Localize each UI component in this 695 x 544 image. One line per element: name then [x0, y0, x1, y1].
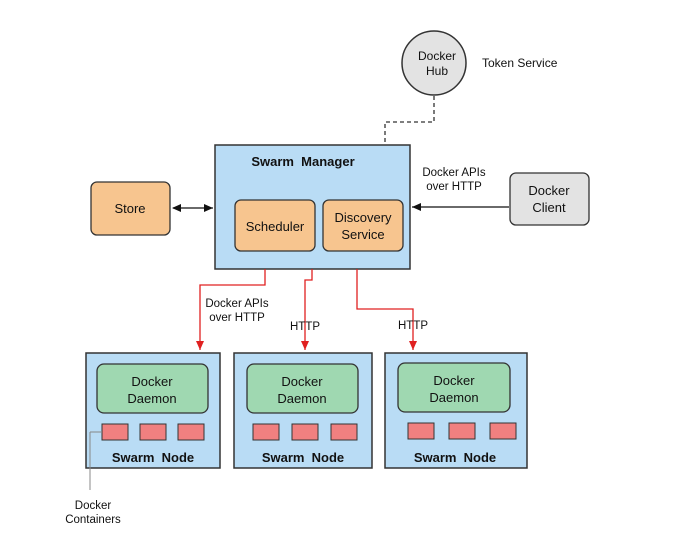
- daemon-label-line1: Docker: [281, 374, 323, 389]
- docker-hub-node: Docker Hub: [401, 30, 467, 96]
- scheduler-label: Scheduler: [246, 219, 305, 234]
- store-label: Store: [114, 201, 145, 216]
- hub-connector-dashed: [384, 96, 435, 145]
- discovery-label-line1: Discovery: [334, 210, 392, 225]
- container-block: [177, 423, 205, 441]
- container-block: [252, 423, 280, 441]
- token-service-label: Token Service: [482, 56, 558, 70]
- container-block: [139, 423, 167, 441]
- discovery-service-box: Discovery Service: [322, 199, 404, 252]
- container-block: [330, 423, 358, 441]
- swarm-node-3: Docker Daemon Swarm Node: [384, 352, 528, 469]
- swarm-node-2: Docker Daemon Swarm Node: [233, 352, 373, 469]
- containers-label-line2: Containers: [65, 514, 121, 526]
- daemon-label-line2: Daemon: [429, 390, 478, 405]
- swarm-node-title: Swarm Node: [414, 450, 496, 465]
- scheduler-box: Scheduler: [234, 199, 316, 252]
- docker-daemon-box: [246, 363, 359, 414]
- container-block: [407, 422, 435, 440]
- swarm-node-1: Docker Daemon Swarm Node: [85, 352, 221, 469]
- node1-link-label-line1: Docker APIs: [205, 298, 269, 310]
- manager-node1-arrow: [196, 269, 266, 350]
- client-link-label-line2: over HTTP: [426, 181, 482, 193]
- docker-hub-label-line1: Docker: [418, 49, 456, 63]
- node2-link-label: HTTP: [290, 321, 320, 333]
- docker-hub-label-line2: Hub: [426, 64, 448, 78]
- client-link-label-line1: Docker APIs: [422, 167, 486, 179]
- swarm-manager-title: Swarm Manager: [251, 154, 354, 169]
- manager-node2-arrow: [301, 269, 313, 350]
- swarm-node-title: Swarm Node: [262, 450, 344, 465]
- docker-daemon-box: [397, 362, 511, 413]
- docker-client-label-line1: Docker: [528, 183, 570, 198]
- container-block: [448, 422, 476, 440]
- node1-link-label-line2: over HTTP: [209, 312, 265, 324]
- container-block: [101, 423, 129, 441]
- swarm-node-title: Swarm Node: [112, 450, 194, 465]
- container-block: [291, 423, 319, 441]
- docker-daemon-box: [96, 363, 209, 414]
- container-block: [489, 422, 517, 440]
- daemon-label-line1: Docker: [433, 373, 475, 388]
- discovery-label-line2: Service: [341, 227, 384, 242]
- daemon-label-line2: Daemon: [127, 391, 176, 406]
- swarm-manager-box: Swarm Manager Scheduler Discovery Servic…: [214, 144, 411, 270]
- store-box: Store: [90, 181, 171, 236]
- containers-label-line1: Docker: [75, 500, 112, 512]
- daemon-label-line2: Daemon: [277, 391, 326, 406]
- docker-client-label-line2: Client: [532, 200, 566, 215]
- manager-node3-arrow: [356, 269, 417, 350]
- daemon-label-line1: Docker: [131, 374, 173, 389]
- node3-link-label: HTTP: [398, 320, 428, 332]
- docker-client-box: Docker Client: [509, 172, 590, 226]
